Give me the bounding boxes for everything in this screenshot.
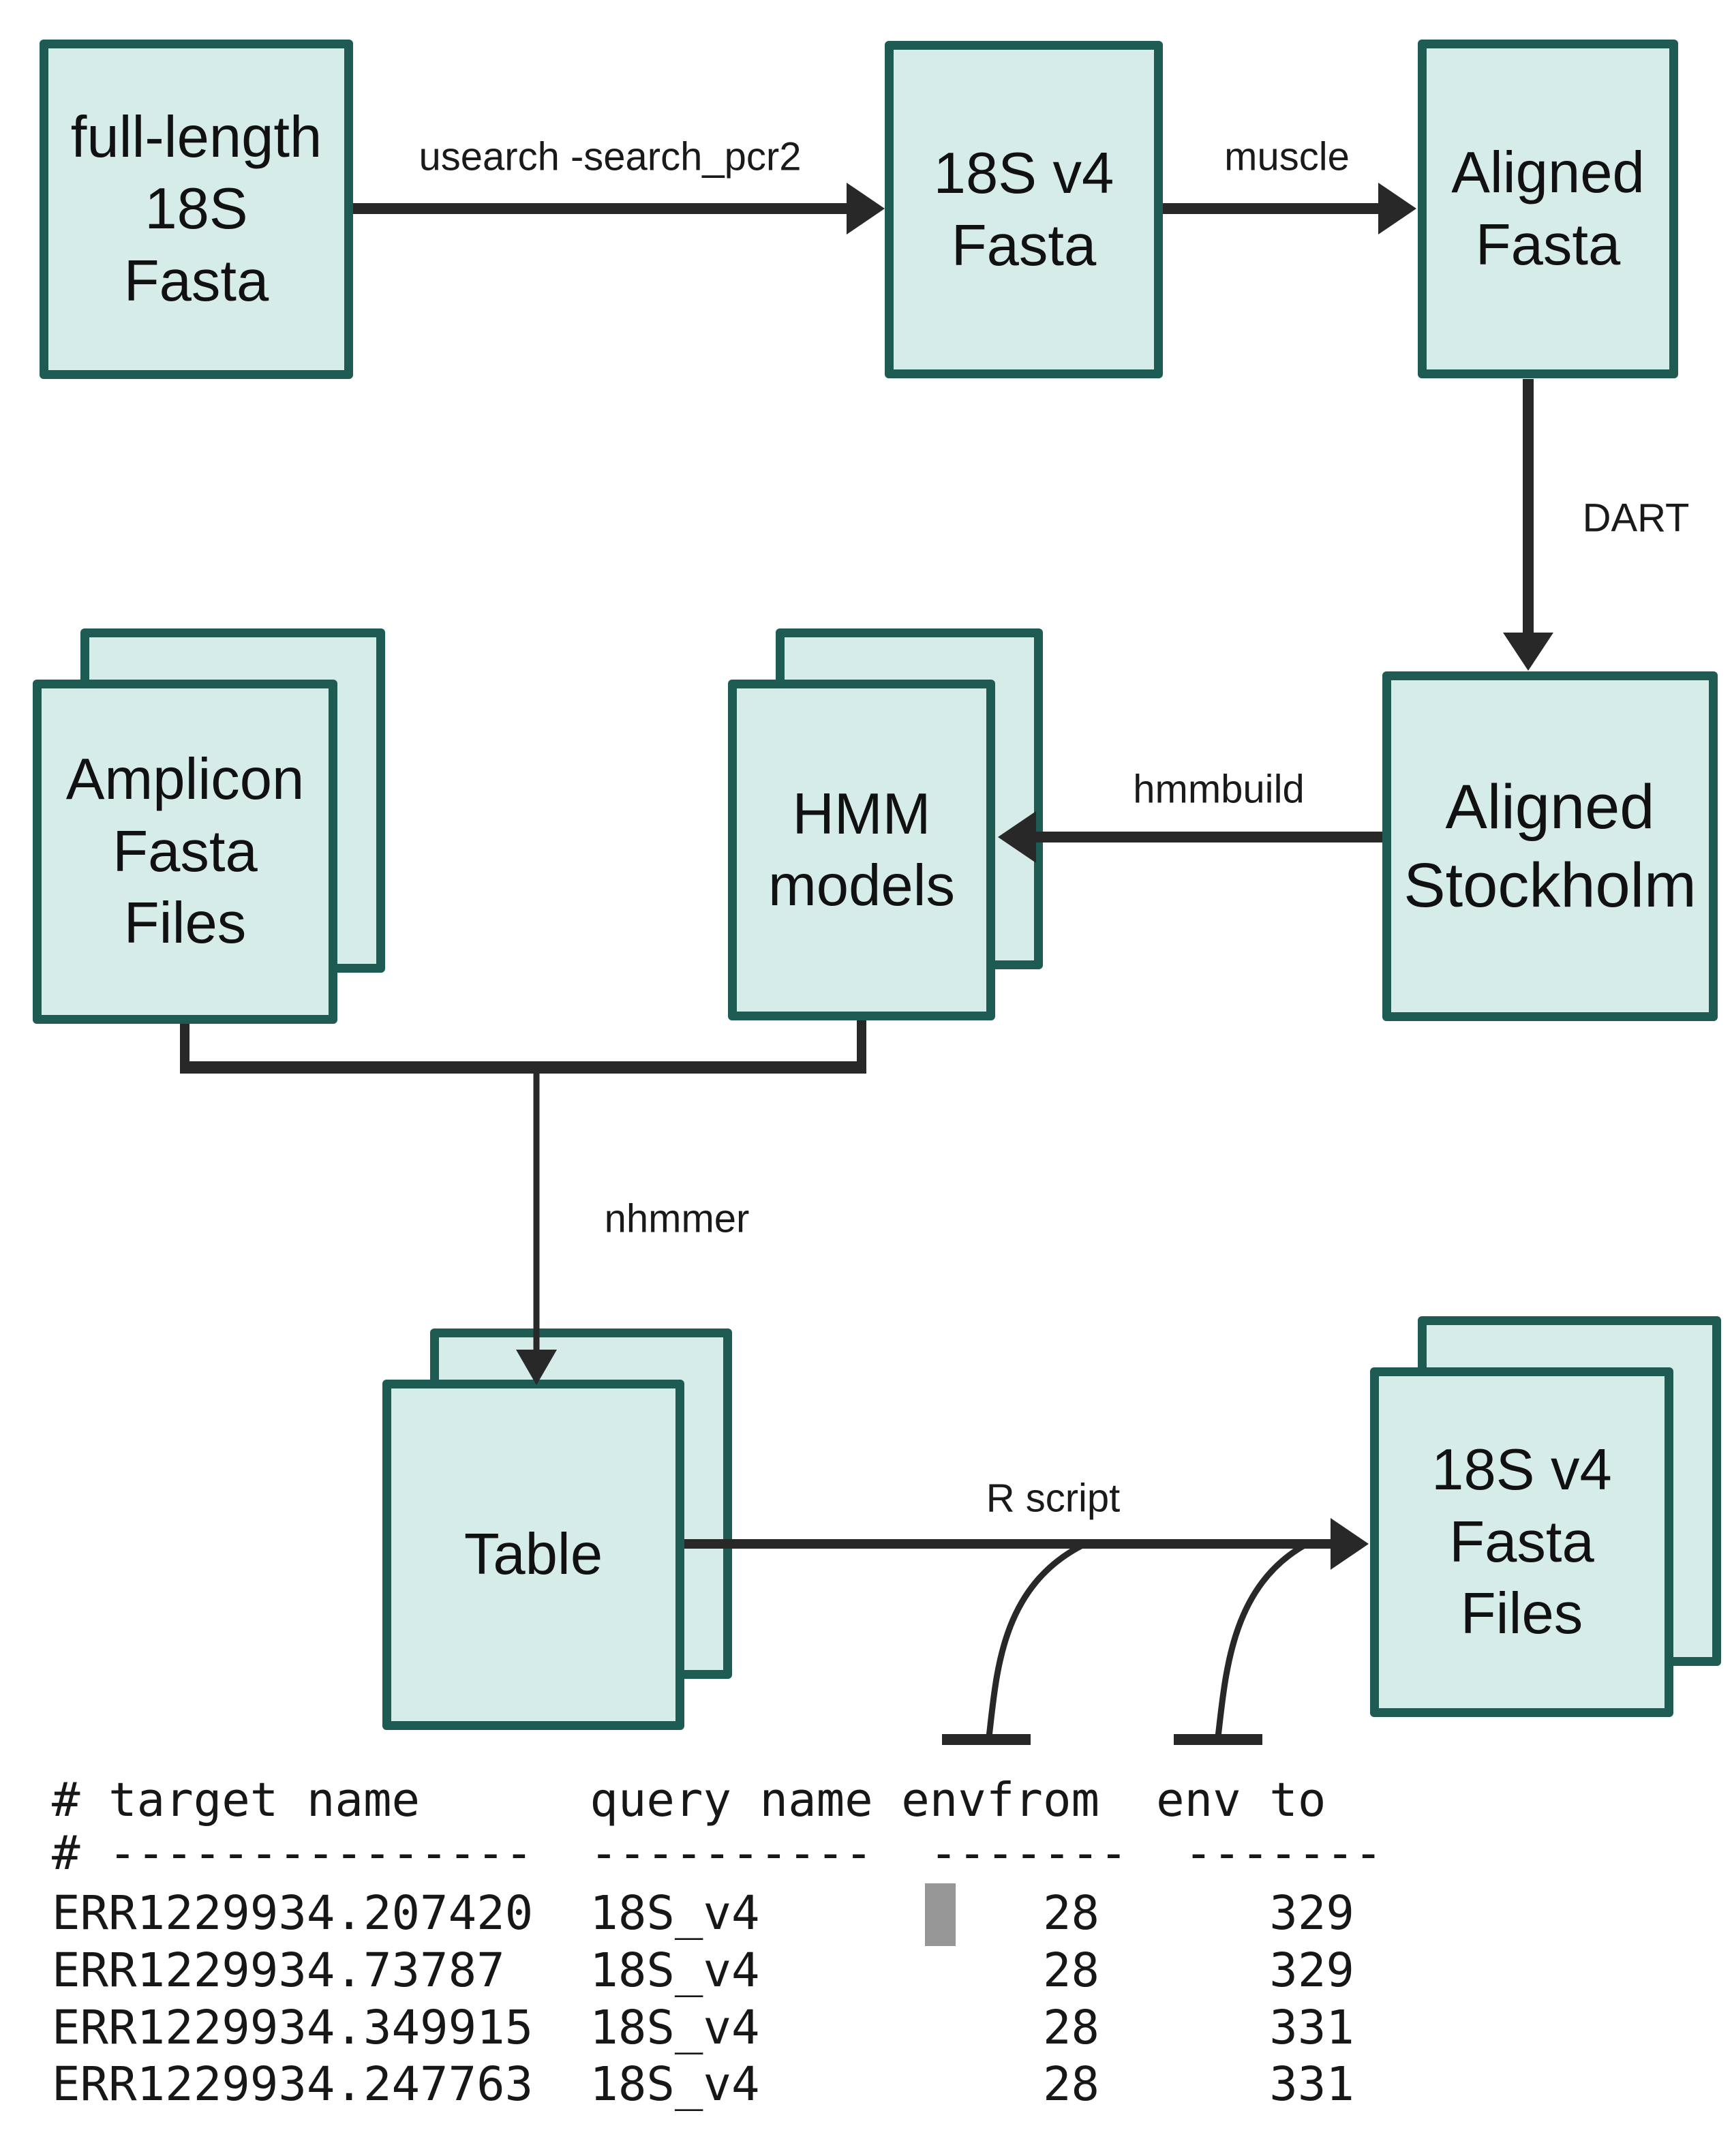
table-box: Table bbox=[382, 1380, 684, 1730]
selection-cursor-block bbox=[925, 1883, 956, 1946]
dart-label: DART bbox=[1582, 496, 1690, 541]
18s-v4-fasta-files-box: 18S v4 Fasta Files bbox=[1370, 1367, 1673, 1717]
18s-v4-fasta-box: 18S v4 Fasta bbox=[885, 41, 1163, 378]
column-callout-curve-envfrom bbox=[986, 1543, 1083, 1737]
table-row: ERR1229934.207420 18S_v4 28 329 bbox=[52, 1886, 1354, 1941]
arrowhead-usearch bbox=[847, 183, 885, 234]
table-header-line: # target name query name envfrom env to bbox=[52, 1773, 1326, 1827]
usearch-label: usearch -search_pcr2 bbox=[419, 134, 802, 179]
full-length-18s-fasta-box: full-length 18S Fasta bbox=[40, 40, 353, 379]
hmm-models-box: HMM models bbox=[728, 680, 995, 1020]
arrowhead-dart bbox=[1503, 633, 1553, 671]
18s-v4-fasta-label: 18S v4 Fasta bbox=[933, 141, 1114, 278]
aligned-stockholm-label: Aligned Stockholm bbox=[1403, 772, 1697, 920]
column-callout-curve-envto bbox=[1215, 1543, 1305, 1737]
aligned-stockholm-box: Aligned Stockholm bbox=[1382, 671, 1718, 1021]
aligned-fasta-label: Aligned Fasta bbox=[1451, 140, 1645, 277]
amplicon-fasta-files-label: Amplicon Fasta Files bbox=[65, 747, 305, 956]
rscript-label: R script bbox=[986, 1476, 1121, 1521]
muscle-label: muscle bbox=[1224, 134, 1350, 179]
table-label: Table bbox=[464, 1522, 603, 1588]
hmmbuild-label: hmmbuild bbox=[1133, 767, 1305, 812]
amplicon-fasta-files-box: Amplicon Fasta Files bbox=[33, 680, 337, 1024]
hmm-models-label: HMM models bbox=[768, 781, 955, 918]
table-row: ERR1229934.349915 18S_v4 28 331 bbox=[52, 2001, 1354, 2055]
arrowhead-rscript bbox=[1331, 1518, 1369, 1570]
aligned-fasta-box: Aligned Fasta bbox=[1418, 40, 1678, 378]
nhmmer-label: nhmmer bbox=[604, 1196, 750, 1241]
arrowhead-muscle bbox=[1378, 183, 1416, 234]
table-row: ERR1229934.247763 18S_v4 28 331 bbox=[52, 2057, 1354, 2112]
table-row: ERR1229934.73787 18S_v4 28 329 bbox=[52, 1943, 1354, 1998]
18s-v4-fasta-files-label: 18S v4 Fasta Files bbox=[1431, 1438, 1612, 1647]
full-length-18s-fasta-label: full-length 18S Fasta bbox=[70, 104, 322, 314]
table-divider-line: # --------------- ---------- ------- ---… bbox=[52, 1826, 1383, 1881]
